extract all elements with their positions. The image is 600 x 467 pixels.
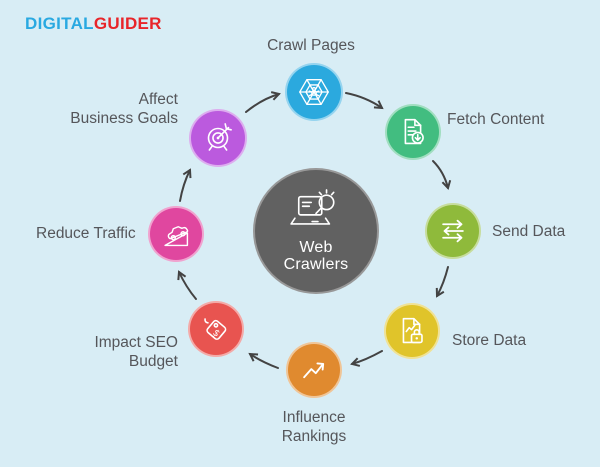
spider-web-icon <box>299 78 329 106</box>
trend-up-arrow-icon <box>303 362 325 379</box>
logo-part-guider: GUIDER <box>93 14 162 33</box>
reduce-traffic-label: Reduce Traffic <box>36 225 136 242</box>
price-tag-icon: $ <box>204 318 227 340</box>
send-data-label: Send Data <box>492 223 566 240</box>
node-send-data <box>425 203 481 259</box>
node-fetch-content <box>385 104 441 160</box>
node-store-data <box>384 303 440 359</box>
influence-rankings-label: Influence Rankings <box>281 409 347 445</box>
arrow-affect-to-crawl <box>245 91 281 113</box>
laptop-search-icon <box>290 189 335 225</box>
fetch-content-label: Fetch Content <box>447 111 545 128</box>
arrow-crawl-to-fetch <box>345 92 384 110</box>
node-reduce-traffic <box>148 206 204 262</box>
node-influence-rankings <box>286 342 342 398</box>
car-on-slope-icon <box>164 226 189 247</box>
document-download-icon <box>404 118 424 145</box>
impact-seo-budget-label: Impact SEO Budget <box>94 334 178 370</box>
arrow-send-to-store <box>435 266 449 298</box>
node-impact-seo-budget: $ <box>188 301 244 357</box>
logo-part-digital: DIGITAL <box>25 14 94 33</box>
crawl-pages-label: Crawl Pages <box>267 37 355 54</box>
affect-business-goals-label: Affect Business Goals <box>70 91 178 127</box>
center-hub-label: Web Crawlers <box>283 239 349 273</box>
node-crawl-pages <box>285 63 343 121</box>
dartboard-target-icon <box>207 123 232 151</box>
store-data-label: Store Data <box>452 332 527 349</box>
digitalguider-logo: DIGITAL GUIDER <box>25 14 162 34</box>
arrow-impact-to-reduce <box>177 270 197 300</box>
node-affect-business-goals <box>189 109 247 167</box>
secure-document-icon <box>402 317 423 344</box>
arrow-influence-to-impact <box>248 352 279 369</box>
arrow-fetch-to-send <box>432 160 452 190</box>
svg-text:$: $ <box>210 327 222 339</box>
arrow-reduce-to-affect <box>179 168 192 202</box>
arrow-store-to-influence <box>350 350 383 367</box>
transfer-arrows-icon <box>442 219 464 243</box>
center-hub-web-crawlers: Web Crawlers <box>253 168 379 294</box>
